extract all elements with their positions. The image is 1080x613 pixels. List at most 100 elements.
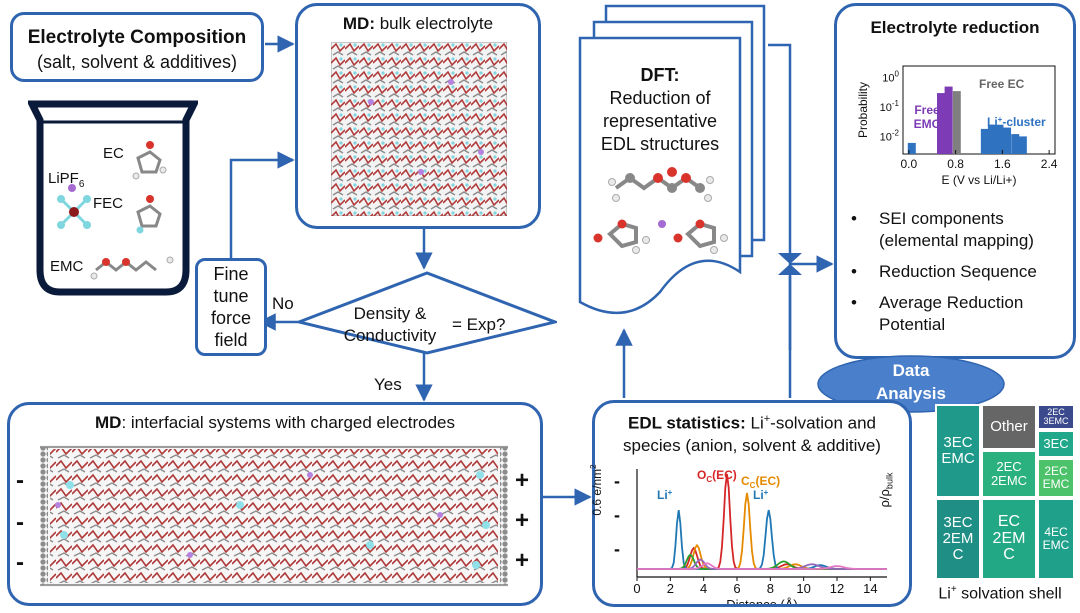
beaker-ec-label: EC: [103, 145, 124, 162]
edl-x-tick-label: 14: [863, 581, 877, 596]
edl-chart: 02468101214Distance (Å)---OC(EC)CC(EC)Li…: [614, 468, 887, 604]
md-bulk-title: MD: bulk electrolyte: [342, 14, 494, 33]
electrode-plus-3: +: [515, 547, 530, 574]
bullet-3-text-a: Average Reduction: [879, 293, 1024, 312]
data-analysis-line-1: Data: [892, 361, 930, 380]
edl-annotation-1: CC(EC): [741, 474, 780, 490]
edl-axis-dash: -: [614, 505, 620, 525]
electrode-minus-3: -: [16, 549, 24, 576]
hist-bar-7: [1003, 127, 1012, 154]
reduction-title: Electrolyte reduction: [870, 18, 1040, 37]
dft-line-3: representative: [602, 111, 718, 131]
hist-bar-1: [937, 93, 945, 154]
hist-label-free-ec: Free EC: [979, 77, 1025, 91]
treemap: 3EC EMC Other 2EC 3EMC 3EC 2EC 2EMC 2EC …: [935, 404, 1075, 580]
hist-bar-2: [944, 86, 953, 154]
beaker-illustration: [28, 100, 198, 296]
finetune-line-4: field: [214, 330, 248, 350]
bowtie-icon: [778, 253, 802, 275]
beaker-fec-label: FEC: [93, 195, 123, 212]
hist-label-free-emc-2: EMC: [914, 117, 941, 131]
edl-ratio-label: ρ/ρbulk: [877, 472, 895, 508]
decision-diamond: [297, 271, 557, 355]
hist-x-tick-label: 2.4: [1041, 157, 1058, 171]
hist-x-label: E (V vs Li/Li+): [941, 173, 1016, 187]
treemap-cell-3ec-2emc: 3EC 2EM C: [935, 498, 981, 580]
hist-y-tick-label: 10-1: [880, 99, 900, 114]
hist-label-li-cluster: Li+-cluster: [987, 115, 1046, 129]
edl-axis-dash: -: [614, 539, 620, 559]
finetune-line-1: Fine: [213, 264, 249, 284]
hist-bar-8: [1011, 134, 1020, 154]
hist-y-tick-label: 100: [882, 70, 899, 85]
edl-x-tick-label: 4: [700, 581, 707, 596]
edl-x-tick-label: 6: [733, 581, 740, 596]
hist-bar-0: [907, 142, 916, 154]
data-analysis-ellipse: [817, 355, 1005, 413]
hist-y-label: Probability: [856, 82, 870, 138]
hist-bar-6: [995, 124, 1004, 154]
dft-line-4: EDL structures: [600, 134, 720, 154]
treemap-cell-ec-2emc: EC 2EM C: [981, 498, 1037, 580]
treemap-cell-2ec-2emc: 2EC 2EMC: [981, 450, 1037, 498]
md-bulk-snapshot: [331, 42, 507, 216]
edl-subtitle: species (anion, solvent & additive): [623, 436, 881, 455]
md-bulk-box: MD: bulk electrolyte: [295, 3, 541, 229]
treemap-cell-3ec: 3EC: [1037, 430, 1075, 458]
line-dft-to-bowtie: [768, 43, 792, 350]
edl-annotation-0: OC(EC): [697, 468, 737, 484]
treemap-cell-4ec-emc: 4EC EMC: [1037, 498, 1075, 580]
electrode-minus-1: -: [16, 467, 24, 494]
edl-series-5: [637, 562, 887, 570]
finetune-line-2: tune: [213, 286, 249, 306]
dft-document-stack: [578, 4, 766, 315]
bullet-3: •: [851, 293, 857, 312]
beaker-emc-label: EMC: [50, 258, 84, 275]
hist-x-tick-label: 1.6: [994, 157, 1011, 171]
bullet-1-text-b: (elemental mapping): [879, 231, 1034, 250]
bullet-2-text: Reduction Sequence: [879, 262, 1037, 281]
hist-bar-3: [952, 91, 961, 154]
bullet-3-text-b: Potential: [879, 315, 946, 334]
decision-right: = Exp?: [452, 315, 506, 334]
hist-label-free-emc-1: Free: [914, 103, 940, 117]
hist-y-tick-label: 10-2: [880, 128, 900, 143]
bullet-1: •: [851, 209, 857, 228]
hist-x-tick-label: 0.8: [947, 157, 964, 171]
hist-bar-9: [1018, 136, 1027, 154]
electrode-plus-1: +: [515, 467, 530, 494]
composition-box: Electrolyte Composition (salt, solvent &…: [10, 12, 264, 82]
decision-line-2: Conductivity: [343, 326, 437, 345]
hist-bar-4: [980, 128, 989, 154]
md-interface-box: MD: interfacial systems with charged ele…: [7, 402, 543, 606]
treemap-cell-other: Other: [981, 404, 1037, 450]
edl-x-label: Distance (Å): [726, 597, 798, 604]
edl-annotation-2: Li+: [657, 488, 673, 502]
treemap-cell-2ec-emc: 2EC EMC: [1037, 458, 1075, 498]
dft-title: DFT:: [640, 65, 680, 85]
electrode-plus-2: +: [515, 507, 530, 534]
decision-no-label: No: [272, 294, 294, 313]
edl-x-tick-label: 10: [796, 581, 810, 596]
composition-title: Electrolyte Composition: [27, 27, 247, 48]
edl-box: EDL statistics: Li+-solvation and specie…: [589, 400, 912, 607]
edl-scale-label: 0.6 e/nm2: [589, 464, 604, 516]
bullet-2: •: [851, 262, 857, 281]
hist-bar-5: [987, 124, 996, 154]
bullet-1-text-a: SEI components: [879, 209, 1004, 228]
beaker-salt-label: LiPF6: [48, 170, 85, 190]
decision-line-1: Density &: [353, 304, 427, 323]
electrode-minus-2: -: [16, 509, 24, 536]
edl-title: EDL statistics: Li+-solvation and: [627, 413, 877, 433]
edl-series-2: [637, 509, 887, 570]
edl-annotation-3: Li+: [753, 488, 769, 502]
edl-x-tick-label: 8: [767, 581, 774, 596]
md-interface-snapshot: [40, 445, 508, 587]
treemap-cell-3ec-emc: 3EC EMC: [935, 404, 981, 498]
arrow-finetune-to-md: [229, 151, 295, 258]
edl-x-tick-label: 2: [667, 581, 674, 596]
edl-axis-dash: -: [614, 471, 620, 491]
edl-x-tick-label: 0: [633, 581, 640, 596]
